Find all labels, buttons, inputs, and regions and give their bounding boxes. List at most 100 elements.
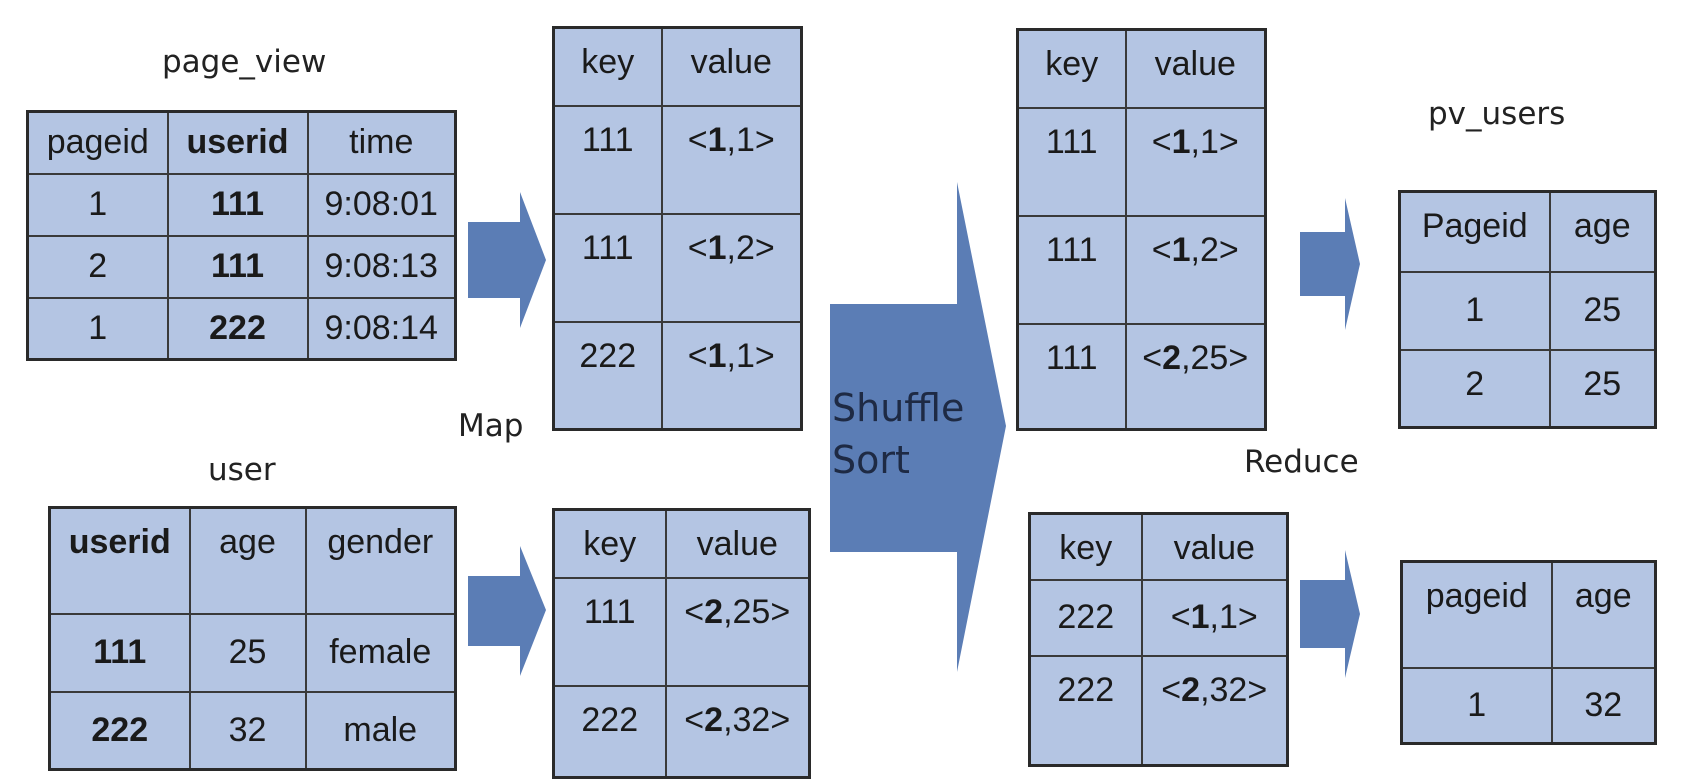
cell: 1 xyxy=(26,172,169,237)
key-cell: 111 xyxy=(552,576,667,687)
shuffle-label: Shuffle xyxy=(832,386,965,430)
header-cell: value xyxy=(660,26,803,107)
cell: 1 xyxy=(1398,270,1551,351)
table-header-row: pageid age xyxy=(1400,560,1657,669)
page-view-title: page_view xyxy=(162,44,327,80)
user-table: userid age gender 111 25 female 222 32 m… xyxy=(48,506,457,771)
header-cell: gender xyxy=(304,506,457,615)
cell: 9:08:01 xyxy=(306,172,457,237)
key-cell: 111 xyxy=(1016,322,1127,431)
cell: 9:08:13 xyxy=(306,234,457,299)
header-cell: pageid xyxy=(26,110,169,175)
table-row: 111 <1,2> xyxy=(1016,214,1267,325)
key-cell: 111 xyxy=(552,104,663,215)
table-row: 222 <2,32> xyxy=(552,684,811,779)
sort-label: Sort xyxy=(832,438,910,482)
value-cell: <1,2> xyxy=(1124,214,1267,325)
header-cell: key xyxy=(552,26,663,107)
map-arrow-bottom xyxy=(468,546,546,676)
map-label: Map xyxy=(458,408,524,444)
table-header-row: Pageid age xyxy=(1398,190,1657,273)
cell: 25 xyxy=(1548,348,1657,429)
table-row: 222 <2,32> xyxy=(1028,654,1289,767)
header-cell: value xyxy=(1140,512,1289,581)
cell: 2 xyxy=(1398,348,1551,429)
header-cell: pageid xyxy=(1400,560,1553,669)
key-cell: 222 xyxy=(552,320,663,431)
value-cell: <1,1> xyxy=(660,104,803,215)
header-cell: age xyxy=(188,506,307,615)
table-row: 1 222 9:08:14 xyxy=(26,296,457,361)
map-arrow-top xyxy=(468,192,546,328)
table-row: 1 32 xyxy=(1400,666,1657,745)
cell: 1 xyxy=(26,296,169,361)
header-cell: key xyxy=(552,508,667,579)
value-cell: <1,1> xyxy=(1140,578,1289,657)
table-header-row: key value xyxy=(552,26,803,107)
page-view-table: pageid userid time 1 111 9:08:01 2 111 9… xyxy=(26,110,457,361)
key-cell: 111 xyxy=(552,212,663,323)
cell: 111 xyxy=(48,612,191,693)
pv-users-title: pv_users xyxy=(1428,96,1566,132)
map-output-top-table: key value 111 <1,1> 111 <1,2> 222 <1,1> xyxy=(552,26,803,431)
pv-users-bottom-table: pageid age 1 32 xyxy=(1400,560,1657,745)
value-cell: <1,1> xyxy=(1124,106,1267,217)
reduce-label: Reduce xyxy=(1244,444,1359,480)
key-cell: 222 xyxy=(552,684,667,779)
reduce-arrow-bottom xyxy=(1300,550,1360,678)
cell: 9:08:14 xyxy=(306,296,457,361)
sorted-bottom-table: key value 222 <1,1> 222 <2,32> xyxy=(1028,512,1289,767)
shuffle-sort-label: Shuffle Sort xyxy=(832,382,964,486)
table-header-row: key value xyxy=(1016,28,1267,109)
table-row: 111 <2,25> xyxy=(1016,322,1267,431)
table-row: 111 <1,1> xyxy=(552,104,803,215)
cell: male xyxy=(304,690,457,771)
table-row: 222 <1,1> xyxy=(1028,578,1289,657)
table-header-row: key value xyxy=(1028,512,1289,581)
cell: 1 xyxy=(1400,666,1553,745)
table-row: 2 111 9:08:13 xyxy=(26,234,457,299)
table-row: 111 <1,2> xyxy=(552,212,803,323)
cell: 222 xyxy=(48,690,191,771)
cell: 32 xyxy=(188,690,307,771)
key-cell: 111 xyxy=(1016,106,1127,217)
key-cell: 222 xyxy=(1028,578,1143,657)
table-row: 111 25 female xyxy=(48,612,457,693)
table-row: 1 111 9:08:01 xyxy=(26,172,457,237)
table-header-row: userid age gender xyxy=(48,506,457,615)
shuffle-sort-arrow xyxy=(830,182,1006,672)
header-cell: Pageid xyxy=(1398,190,1551,273)
cell: 25 xyxy=(188,612,307,693)
map-output-bottom-table: key value 111 <2,25> 222 <2,32> xyxy=(552,508,811,779)
cell: 111 xyxy=(166,234,309,299)
header-cell: age xyxy=(1550,560,1657,669)
reduce-arrow-top xyxy=(1300,198,1360,330)
key-cell: 111 xyxy=(1016,214,1127,325)
value-cell: <2,32> xyxy=(1140,654,1289,767)
table-row: 222 32 male xyxy=(48,690,457,771)
cell: 111 xyxy=(166,172,309,237)
header-cell: userid xyxy=(48,506,191,615)
key-cell: 222 xyxy=(1028,654,1143,767)
sorted-top-table: key value 111 <1,1> 111 <1,2> 111 <2,25> xyxy=(1016,28,1267,431)
table-row: 1 25 xyxy=(1398,270,1657,351)
table-row: 222 <1,1> xyxy=(552,320,803,431)
cell: 222 xyxy=(166,296,309,361)
header-cell: value xyxy=(664,508,811,579)
value-cell: <1,2> xyxy=(660,212,803,323)
header-cell: value xyxy=(1124,28,1267,109)
table-header-row: pageid userid time xyxy=(26,110,457,175)
cell: 2 xyxy=(26,234,169,299)
value-cell: <2,32> xyxy=(664,684,811,779)
cell: female xyxy=(304,612,457,693)
header-cell: key xyxy=(1016,28,1127,109)
header-cell: age xyxy=(1548,190,1657,273)
table-row: 111 <1,1> xyxy=(1016,106,1267,217)
user-title: user xyxy=(208,452,276,488)
header-cell: time xyxy=(306,110,457,175)
value-cell: <2,25> xyxy=(1124,322,1267,431)
header-cell: key xyxy=(1028,512,1143,581)
value-cell: <2,25> xyxy=(664,576,811,687)
header-cell: userid xyxy=(166,110,309,175)
